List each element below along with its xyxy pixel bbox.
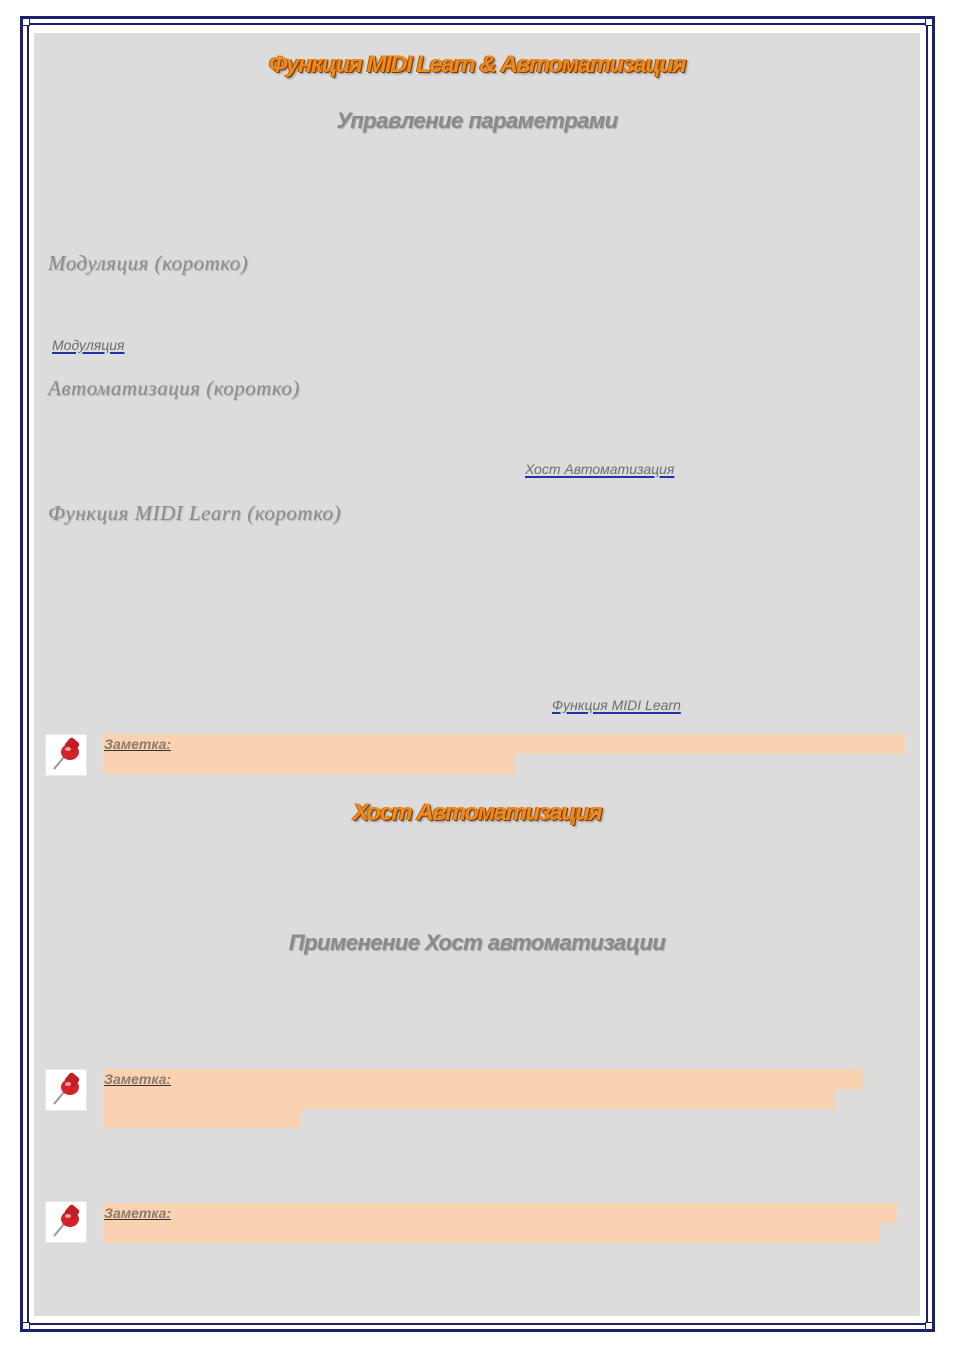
document-page: Функция MIDI Learn & Автоматизация Управ… [34, 33, 920, 1316]
frame-corner [22, 1322, 30, 1330]
page-frame-outer [20, 16, 935, 1332]
subheading-midi-learn: Функция MIDI Learn (коротко) [48, 501, 341, 525]
section-heading-param-control: Управление параметрами [336, 108, 618, 133]
pushpin-icon [45, 1201, 87, 1243]
section-title-host-automation: Хост Автоматизация [352, 799, 603, 826]
pushpin-icon [45, 1069, 87, 1111]
note-label: Заметка: [104, 736, 172, 752]
note-highlight [103, 1069, 863, 1089]
link-modulation[interactable]: Модуляция [52, 337, 125, 353]
section-heading-host-automation-usage: Применение Хост автоматизации [288, 930, 666, 955]
note-highlight [103, 1203, 897, 1223]
pushpin-icon [45, 734, 87, 776]
subheading-modulation: Модуляция (коротко) [48, 251, 249, 275]
page-frame-inner [27, 23, 928, 1325]
main-title: Функция MIDI Learn & Автоматизация [268, 51, 687, 78]
note-label: Заметка: [104, 1071, 172, 1087]
subheading-automation: Автоматизация (коротко) [48, 376, 300, 400]
note-highlight [103, 734, 905, 754]
link-host-automation[interactable]: Хост Автоматизация [525, 461, 675, 477]
note-highlight [103, 754, 515, 774]
note-highlight [103, 1223, 880, 1243]
note-highlight [103, 1089, 835, 1109]
frame-corner [925, 1322, 933, 1330]
note-label: Заметка: [104, 1205, 172, 1221]
frame-corner [22, 18, 30, 26]
link-midi-learn[interactable]: Функция MIDI Learn [552, 697, 681, 713]
frame-corner [925, 18, 933, 26]
note-highlight [103, 1109, 301, 1128]
